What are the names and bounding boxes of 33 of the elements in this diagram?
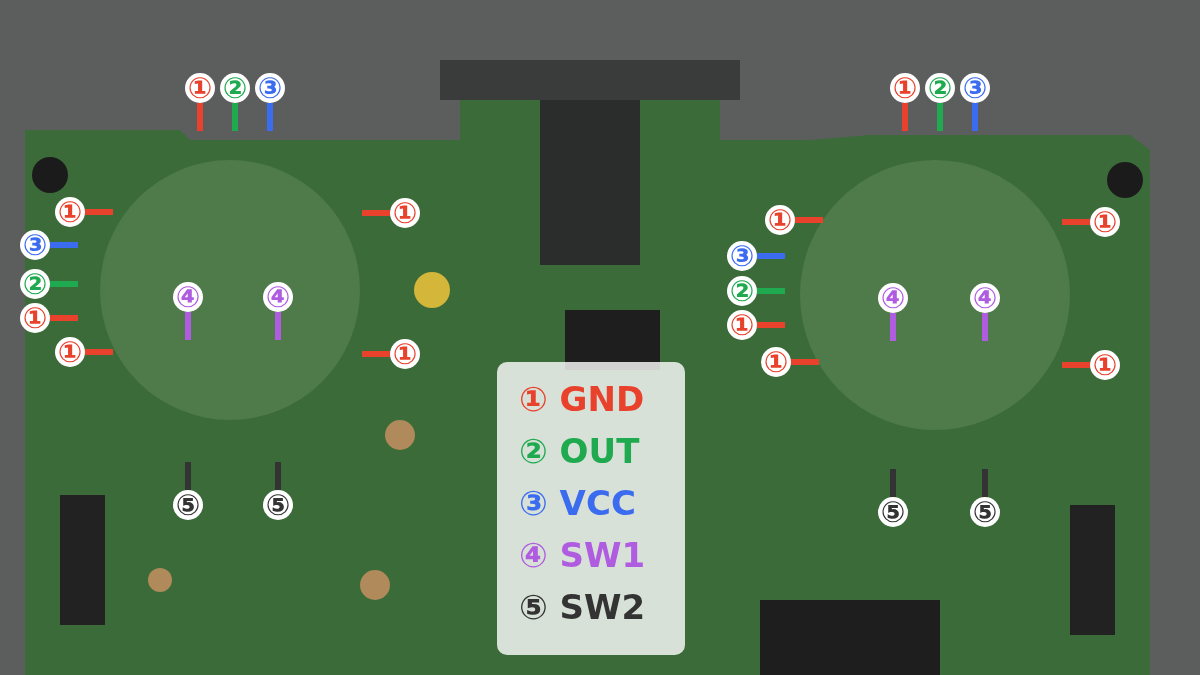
leader-line (362, 351, 390, 357)
leader-line (275, 462, 281, 490)
legend-entry: ③ VCC (519, 486, 636, 520)
legend-entry: ① GND (519, 382, 645, 416)
leader-line (982, 313, 988, 341)
leader-line (50, 315, 78, 321)
leader-line (232, 103, 238, 131)
leader-line (902, 103, 908, 131)
leader-line (757, 288, 785, 294)
legend-entry: ② OUT (519, 434, 640, 468)
legend-entry: ④ SW1 (519, 538, 646, 572)
leader-line (50, 281, 78, 287)
leader-line (791, 359, 819, 365)
leader-line (1062, 219, 1090, 225)
leader-line (85, 209, 113, 215)
leader-line (937, 103, 943, 131)
leader-line (890, 469, 896, 497)
leader-line (267, 103, 273, 131)
leader-line (972, 103, 978, 131)
leader-line (197, 103, 203, 131)
legend-entry: ⑤ SW2 (519, 590, 646, 624)
leader-line (982, 469, 988, 497)
leader-line (185, 312, 191, 340)
leader-line (50, 242, 78, 248)
leader-line (362, 210, 390, 216)
leader-line (757, 253, 785, 259)
leader-line (85, 349, 113, 355)
leader-line (275, 312, 281, 340)
leader-line (795, 217, 823, 223)
leader-line (1062, 362, 1090, 368)
leader-line (757, 322, 785, 328)
leader-line (890, 313, 896, 341)
leader-line (185, 462, 191, 490)
